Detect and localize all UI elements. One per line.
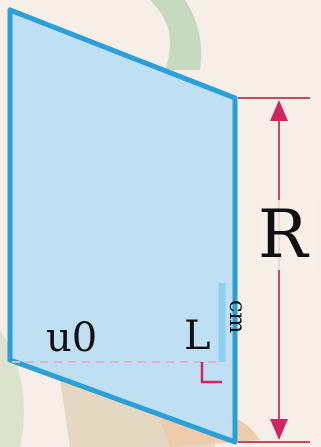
right-angle-marker bbox=[200, 362, 222, 384]
dimension-arrow-down bbox=[270, 419, 288, 440]
height-unit-label: cm bbox=[224, 300, 249, 334]
height-symbol-label: R bbox=[258, 196, 308, 273]
height-label-backing bbox=[258, 200, 316, 270]
dimension-arrow-up bbox=[270, 100, 288, 121]
bottom-right-label: L bbox=[184, 313, 211, 359]
parallelogram-shape bbox=[7, 7, 238, 445]
bottom-left-label: u0 bbox=[46, 315, 98, 361]
